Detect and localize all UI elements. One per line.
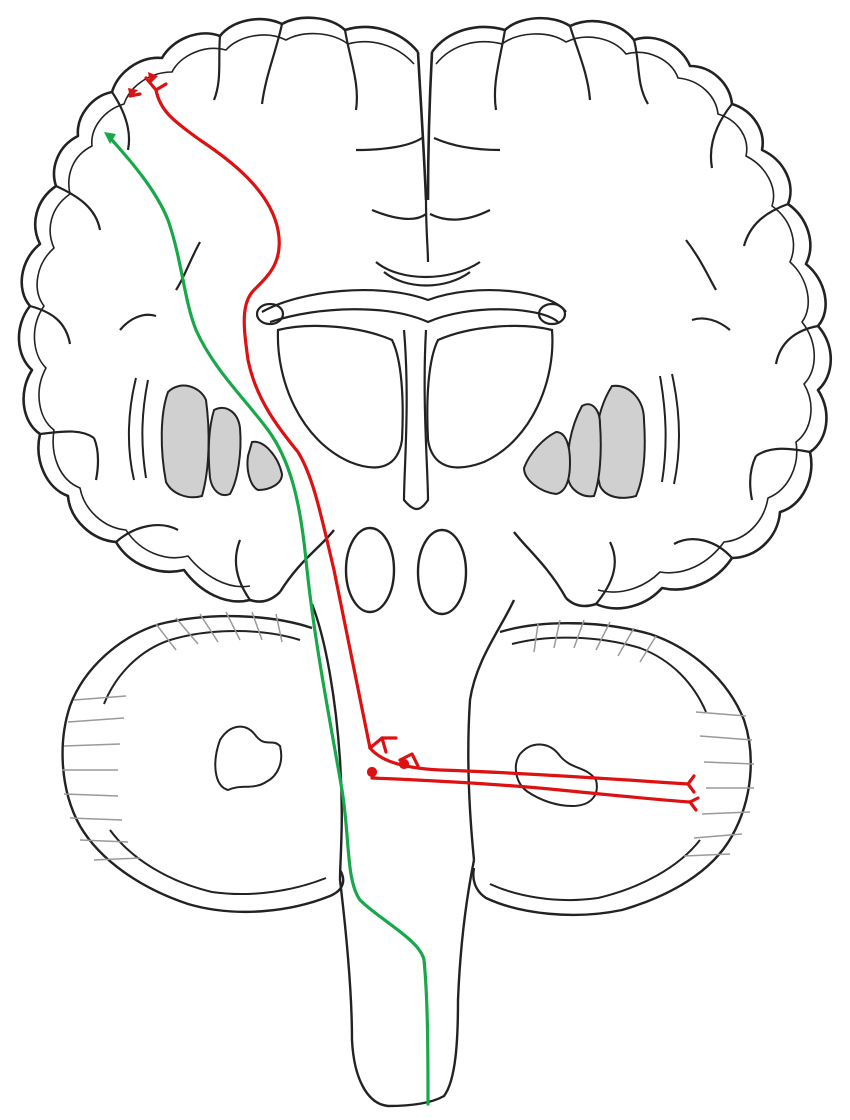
cerebellum-left-lobe — [61, 614, 345, 914]
right-cortex-inner — [435, 33, 815, 593]
green-pathway — [104, 132, 430, 1106]
green-arrowhead — [104, 132, 116, 144]
red-arrowhead-2 — [128, 88, 138, 98]
cerebellum-right-folia — [533, 619, 755, 857]
cerebellum-right-inner — [489, 636, 707, 901]
corpus-callosum — [375, 261, 481, 287]
medulla-outline — [338, 859, 476, 1108]
claustrum-right — [659, 373, 681, 485]
red-arrowhead-1 — [148, 72, 158, 84]
cerebellum-right-arbor — [514, 743, 598, 808]
brainstem — [278, 526, 568, 1108]
globus-pallidus-right-1 — [566, 403, 602, 498]
red-synapse-pons-right — [398, 752, 420, 768]
cerebrum — [17, 16, 832, 610]
right-sulci — [493, 25, 819, 605]
third-ventricle — [402, 329, 430, 511]
longitudinal-fissure — [416, 51, 434, 201]
red-synapse-pons-left — [368, 736, 398, 754]
claustrum-left — [127, 377, 149, 481]
caudate-right — [537, 302, 567, 326]
putamen-left — [160, 384, 210, 499]
red-neuron-body-1 — [366, 766, 378, 778]
midbrain-outline — [278, 529, 568, 599]
red-crossing-fiber-lower — [370, 776, 692, 804]
midline-septum — [355, 136, 501, 263]
caudate-left — [255, 302, 285, 326]
left-hemisphere-outline — [17, 16, 420, 603]
thalamus-right — [426, 324, 554, 469]
cerebellum-left-inner — [103, 630, 327, 895]
left-cortex-inner — [33, 32, 415, 588]
globus-pallidus-left-1 — [207, 407, 242, 496]
right-hemisphere-outline — [430, 16, 832, 610]
red-pathway — [128, 72, 700, 812]
thalamus-left — [276, 324, 404, 469]
red-descending-fiber — [154, 88, 372, 750]
basal-ganglia — [127, 373, 681, 499]
cerebral-peduncle-left — [344, 526, 396, 614]
green-descending-fiber — [110, 138, 430, 1106]
globus-pallidus-right-2 — [522, 430, 572, 496]
red-neuron-body-2 — [398, 758, 410, 770]
cerebellum — [61, 611, 755, 917]
lateral-ventricle-roof — [261, 288, 567, 324]
globus-pallidus-left-2 — [246, 440, 284, 492]
cerebellum-left-arbor — [214, 725, 283, 792]
cerebellum-right-lobe — [472, 622, 752, 917]
left-sulci — [29, 23, 358, 601]
pons-right-edge — [467, 599, 516, 861]
ventricles-thalamus — [255, 288, 567, 511]
red-terminal-cerebellum — [686, 774, 700, 812]
red-crossing-fiber-upper — [368, 746, 690, 786]
pons-left-edge — [310, 603, 343, 881]
cerebral-peduncle-right — [416, 528, 468, 616]
putamen-right — [594, 384, 646, 499]
cerebellum-left-folia — [62, 611, 283, 861]
